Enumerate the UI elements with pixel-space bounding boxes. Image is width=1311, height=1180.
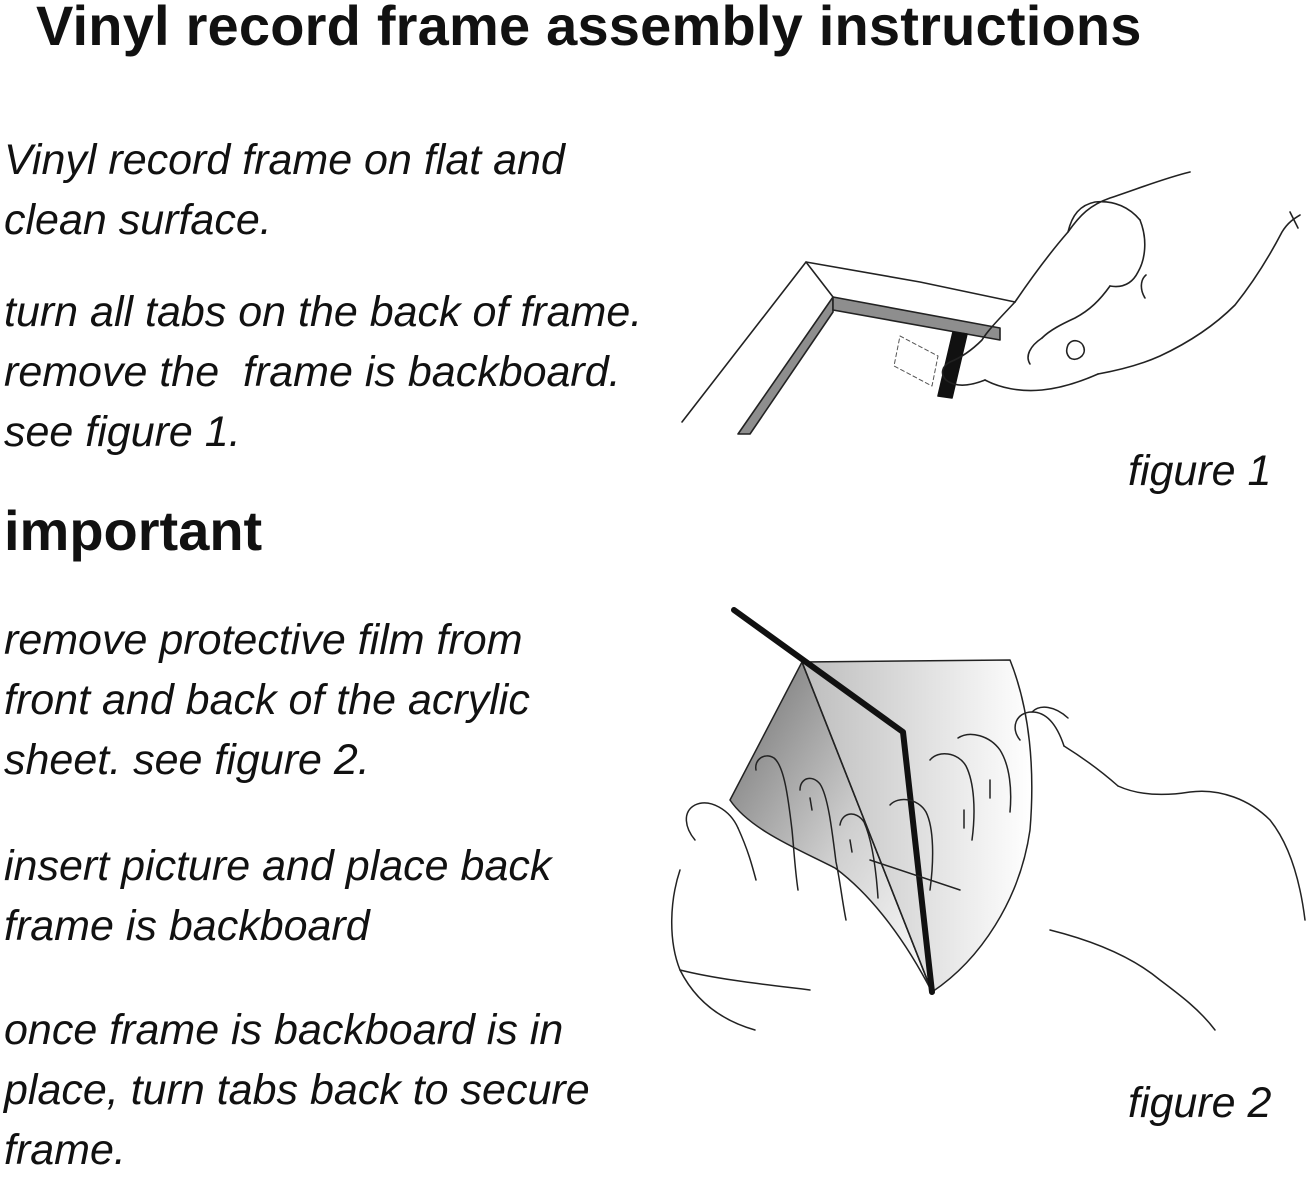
text-line: turn all tabs on the back of frame. (4, 288, 643, 336)
text-line: Vinyl record frame on flat and (4, 136, 565, 184)
instruction-step-4: insert picture and place back frame is b… (4, 836, 551, 956)
text-line: remove protective film from (4, 616, 523, 664)
text-line: once frame is backboard is in (4, 1006, 564, 1054)
figure-1 (670, 160, 1311, 460)
instruction-step-3: remove protective film from front and ba… (4, 610, 530, 790)
hand-turning-frame-tab-illustration-icon (681, 171, 1301, 435)
text-line: insert picture and place back (4, 842, 552, 890)
text-line: place, turn tabs back to secure (4, 1066, 590, 1114)
hands-peeling-protective-film-illustration-icon (671, 607, 1306, 1031)
text-line: see figure 1. (4, 408, 241, 456)
figure-1-caption: figure 1 (1128, 447, 1272, 495)
text-line: remove the frame is backboard. (4, 348, 621, 396)
figure-2-caption: figure 2 (1128, 1079, 1272, 1127)
instruction-step-1: Vinyl record frame on flat and clean sur… (4, 130, 565, 250)
text-line: frame is backboard (4, 902, 370, 950)
text-line: front and back of the acrylic (4, 676, 530, 724)
text-line: sheet. see figure 2. (4, 736, 370, 784)
figure-2 (660, 600, 1311, 1040)
instruction-step-5: once frame is backboard is in place, tur… (4, 1000, 590, 1180)
text-line: frame. (4, 1126, 126, 1174)
important-heading: important (4, 499, 263, 562)
page-title: Vinyl record frame assembly instructions (36, 0, 1142, 57)
text-line: clean surface. (4, 196, 272, 244)
instruction-step-2: turn all tabs on the back of frame. remo… (4, 282, 642, 462)
